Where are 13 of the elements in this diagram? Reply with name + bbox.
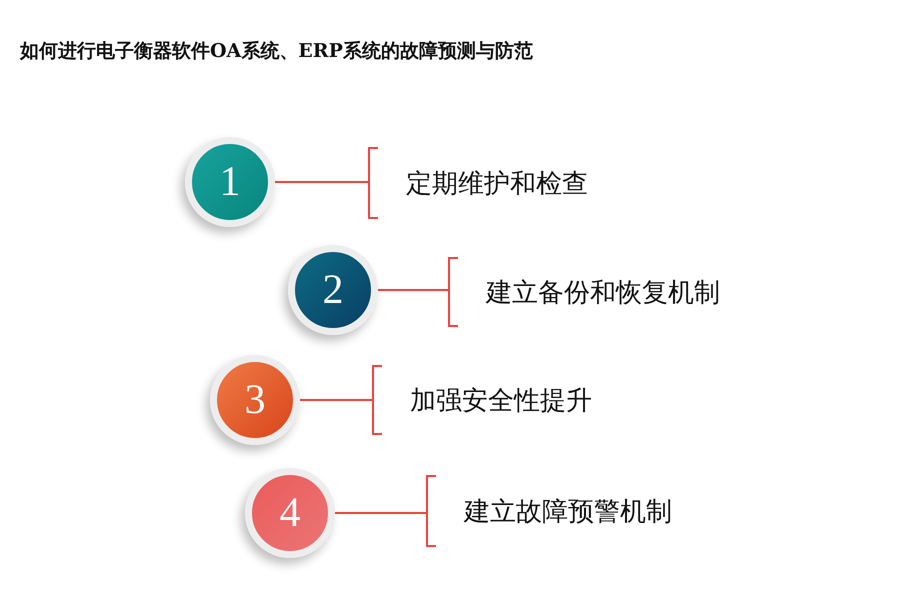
- title: 如何进行电子衡器软件OA系统、ERP系统的故障预测与防范: [20, 39, 533, 64]
- connector-line: [378, 289, 448, 291]
- number-circle: 1: [185, 137, 275, 227]
- bracket-text: 定期维护和检查: [368, 147, 628, 219]
- connector-line: [300, 399, 372, 401]
- number-circle: 2: [288, 245, 378, 335]
- number-circle: 3: [210, 355, 300, 445]
- number-circle: 4: [245, 468, 335, 558]
- bracket-text: 建立故障预警机制: [426, 475, 716, 547]
- bracket-text: 加强安全性提升: [372, 365, 632, 435]
- connector-line: [275, 181, 368, 183]
- bracket-text: 建立备份和恢复机制: [448, 257, 768, 327]
- connector-line: [335, 512, 426, 514]
